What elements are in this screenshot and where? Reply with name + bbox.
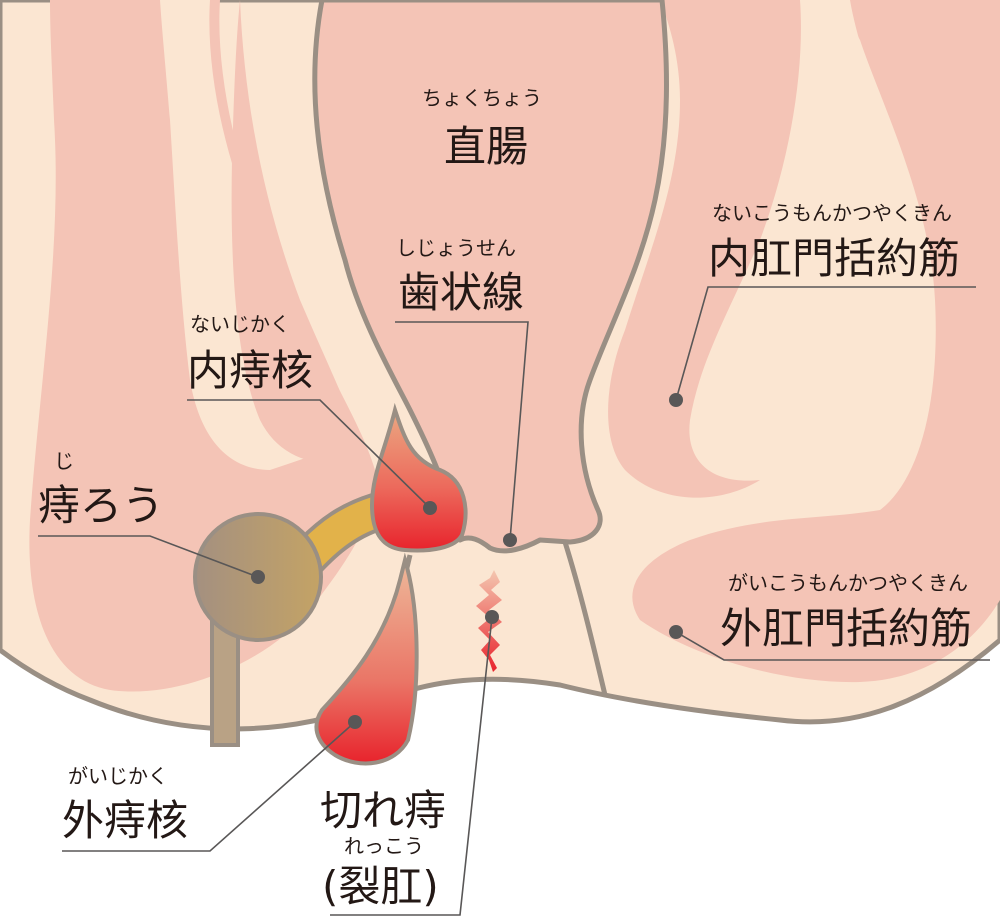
leader-external-hemorrhoid [62,721,356,852]
right-muscle-gap [656,0,914,494]
external-sphincter-label: 外肛門括約筋 [720,604,973,653]
dot-fistula [251,570,265,584]
external-hemorrhoid-ruby: がいじかく [68,764,168,788]
fistula-label: 痔ろう [38,481,165,530]
internal-hemorrhoid [369,402,468,553]
external-hemorrhoid-label: 外痔核 [62,796,189,845]
dot-fissure [485,610,499,624]
fissure-label-secondary: (裂肛) [322,862,439,911]
internal-hemorrhoid-label: 内痔核 [187,346,314,395]
leader-external-sphincter [675,631,990,661]
dot-dentate-line [503,533,517,547]
right-internal-sphincter [608,0,801,498]
dot-external-sphincter [669,625,683,639]
dentate-line-label: 歯状線 [398,268,525,317]
fissure-ruby: れっこう [344,834,424,858]
fistula-ruby: じ [54,449,74,473]
rectum-body [312,0,669,554]
left-inner-muscle [231,0,365,464]
internal-sphincter-ruby: ないこうもんかつやくきん [712,201,952,225]
external-sphincter-ruby: がいこうもんかつやくきん [728,571,968,595]
internal-hemorrhoid-ruby: ないじかく [190,312,290,336]
leader-fistula [38,535,259,578]
dentate-line-ruby: しじょうせん [396,236,516,260]
rectum-ruby: ちょくちょう [422,86,542,110]
internal-sphincter-label: 内肛門括約筋 [708,234,961,283]
rectum-label: 直腸 [444,122,529,171]
fissure-label: 切れ痔 [320,786,447,835]
leader-dots [251,393,683,729]
external-hemorrhoid [314,552,419,766]
right-external-sphincter [632,0,1000,683]
leader-lines [38,286,990,916]
leader-fissure [330,616,493,916]
dot-internal-hemorrhoid [423,501,437,515]
leader-dentate-line [395,321,529,541]
leader-internal-sphincter [675,286,976,401]
leader-internal-hemorrhoid [187,399,431,509]
anal-canal-right-wall [562,541,608,696]
dot-external-hemorrhoid [348,715,362,729]
dot-internal-sphincter [669,393,683,407]
